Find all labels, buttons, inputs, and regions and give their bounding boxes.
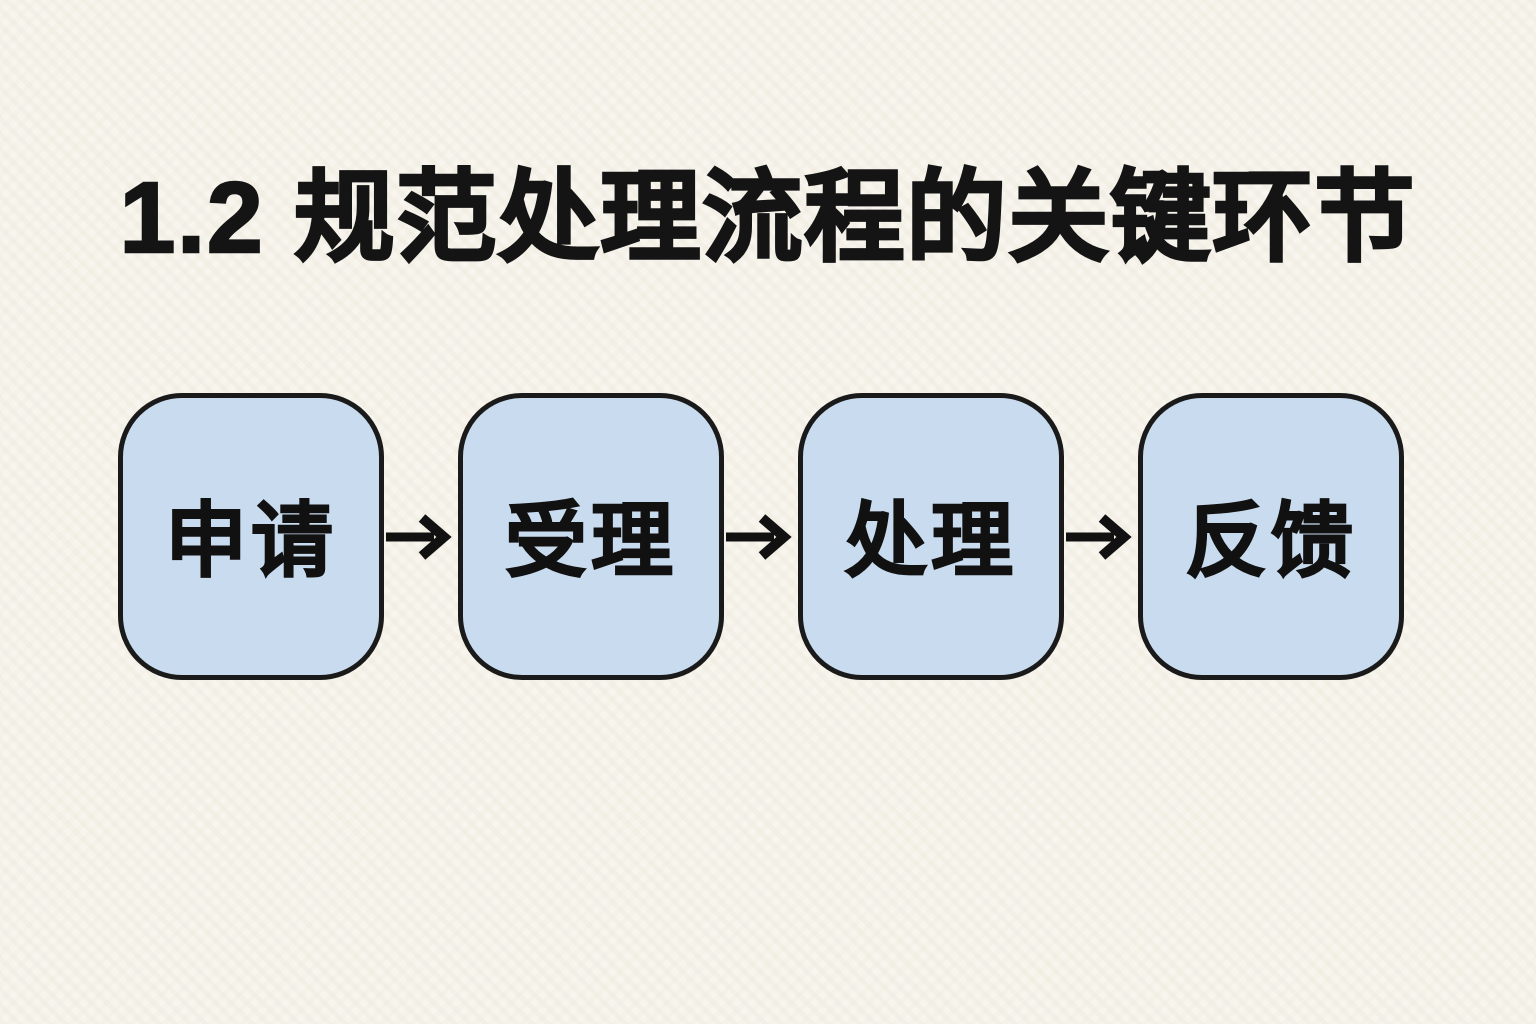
flow-step-label: 处理 bbox=[844, 495, 1017, 588]
flow-step-label: 反馈 bbox=[1184, 495, 1357, 588]
flow-step-accept: 受理 bbox=[458, 393, 724, 680]
process-flow-diagram: 申请 受理 处理 反馈 bbox=[118, 393, 1404, 680]
flow-step-process: 处理 bbox=[798, 393, 1064, 680]
arrow-right-icon bbox=[724, 393, 798, 680]
flow-step-apply: 申请 bbox=[118, 393, 384, 680]
flow-step-label: 申请 bbox=[164, 495, 337, 588]
arrow-right-icon bbox=[1064, 393, 1138, 680]
arrow-right-icon bbox=[384, 393, 458, 680]
page-title: 1.2 规范处理流程的关键环节 bbox=[118, 161, 1417, 276]
flow-step-label: 受理 bbox=[504, 495, 677, 588]
flow-step-feedback: 反馈 bbox=[1138, 393, 1404, 680]
